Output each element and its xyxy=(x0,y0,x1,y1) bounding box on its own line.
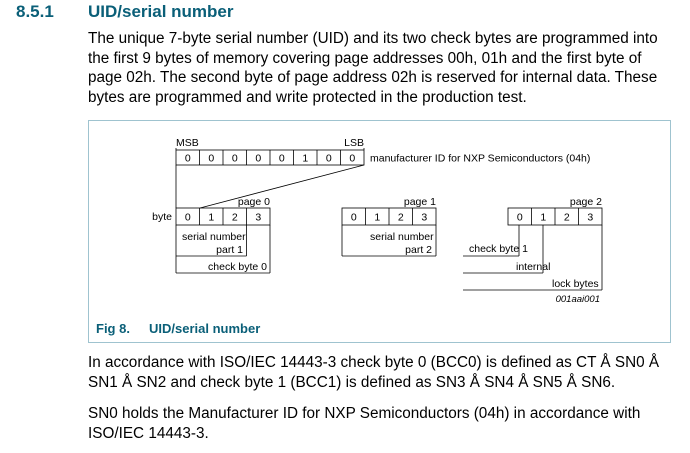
byte-cell: 0 xyxy=(351,212,357,224)
page-0-label: page 0 xyxy=(238,196,270,208)
manufacturer-id-bits: 0 0 0 0 0 1 0 0 xyxy=(185,153,356,165)
id-bit-cell: 0 xyxy=(232,153,238,165)
serial-part2-line1: serial number xyxy=(370,231,434,243)
bcc-paragraph: In accordance with ISO/IEC 14443-3 check… xyxy=(88,354,660,391)
byte-cell: 0 xyxy=(517,212,523,224)
serial-part1-line2: part 1 xyxy=(216,244,243,256)
serial-part2-line2: part 2 xyxy=(405,244,432,256)
byte-label: byte xyxy=(152,211,172,223)
figure-title: UID/serial number xyxy=(149,321,261,336)
page-1-cells: 0 1 2 3 xyxy=(351,212,428,224)
msb-label: MSB xyxy=(176,137,199,149)
page-2-label: page 2 xyxy=(570,196,602,208)
byte-cell: 3 xyxy=(587,212,593,224)
byte-cell: 2 xyxy=(398,212,404,224)
manufacturer-id-label: manufacturer ID for NXP Semiconductors (… xyxy=(370,153,590,165)
figure-frame xyxy=(88,120,671,343)
byte-cell: 1 xyxy=(374,212,380,224)
figure-reference-code: 001aai001 xyxy=(556,294,600,305)
page-2-cells: 0 1 2 3 xyxy=(517,212,594,224)
figure-caption: Fig 8. UID/serial number xyxy=(96,321,260,336)
section-heading: 8.5.1 UID/serial number xyxy=(16,2,234,22)
section-number: 8.5.1 xyxy=(16,2,54,21)
intro-paragraph: The unique 7-byte serial number (UID) an… xyxy=(88,30,658,106)
lsb-label: LSB xyxy=(344,137,364,149)
internal-label: internal xyxy=(516,261,550,273)
id-bit-cell: 0 xyxy=(326,153,332,165)
id-bit-cell: 0 xyxy=(255,153,261,165)
byte-cell: 1 xyxy=(540,212,546,224)
id-bit-cell: 0 xyxy=(185,153,191,165)
byte-cell: 1 xyxy=(208,212,214,224)
figure-number: Fig 8. xyxy=(96,321,130,336)
byte-cell: 2 xyxy=(564,212,570,224)
byte-cell: 2 xyxy=(232,212,238,224)
id-bit-cell: 0 xyxy=(279,153,285,165)
byte-cell: 0 xyxy=(185,212,191,224)
byte-cell: 3 xyxy=(255,212,261,224)
page-0-cells: 0 1 2 3 xyxy=(185,212,262,224)
lock-bytes-label: lock bytes xyxy=(552,278,599,290)
section-title: UID/serial number xyxy=(88,2,234,21)
page-1-label: page 1 xyxy=(404,196,436,208)
id-bit-cell: 0 xyxy=(349,153,355,165)
id-bit-cell: 1 xyxy=(302,153,308,165)
check-byte-1-label: check byte 1 xyxy=(469,243,528,255)
serial-part1-line1: serial number xyxy=(182,231,246,243)
sn0-paragraph: SN0 holds the Manufacturer ID for NXP Se… xyxy=(88,405,641,442)
id-bit-cell: 0 xyxy=(208,153,214,165)
check-byte-0-label: check byte 0 xyxy=(208,261,267,273)
byte-cell: 3 xyxy=(421,212,427,224)
